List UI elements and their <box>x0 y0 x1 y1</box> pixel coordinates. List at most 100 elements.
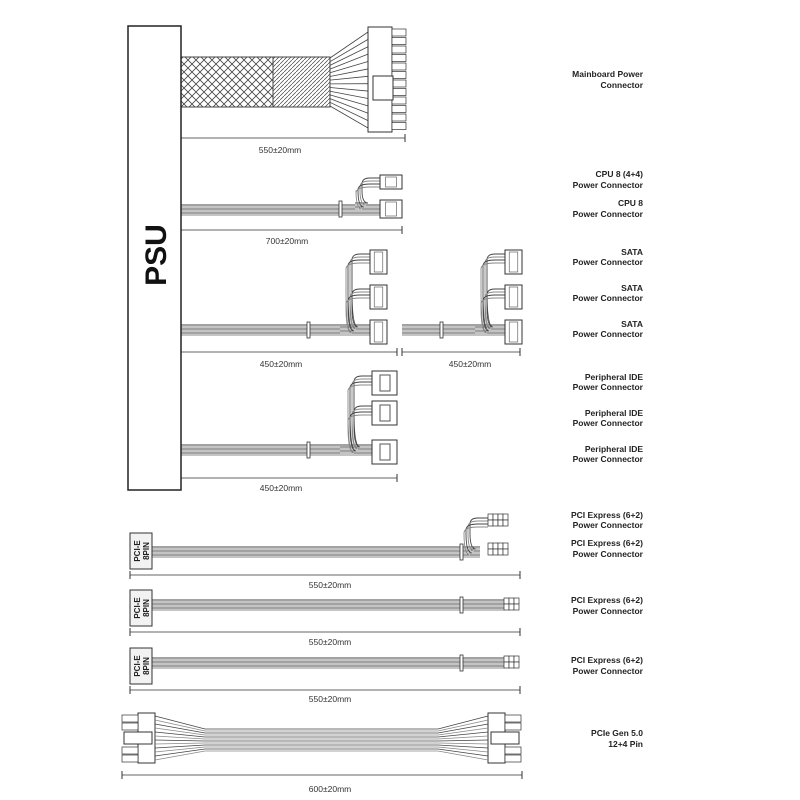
mainboard-mesh-sleeve <box>180 56 274 108</box>
cpu-band <box>338 200 343 218</box>
pcie3-band <box>459 654 464 672</box>
pcie2-length: 550±20mm <box>309 637 351 647</box>
ide-band <box>306 441 311 459</box>
mainboard-wire <box>329 87 369 92</box>
mainboard-length: 550±20mm <box>259 145 301 155</box>
label-pcie1a-2: Power Connector <box>573 520 644 530</box>
label-gen5-1: PCIe Gen 5.0 <box>591 728 643 738</box>
label-cpu44-2: Power Connector <box>573 180 644 190</box>
gen5-length: 600±20mm <box>309 784 351 794</box>
mainboard-pin <box>391 113 407 122</box>
pcie1-connector-b <box>497 542 504 550</box>
pcie2-connector <box>508 603 515 611</box>
sata2-connector-inner <box>508 251 519 273</box>
pcie1-connector-b <box>492 542 499 550</box>
sata2-connector-inner <box>508 286 519 308</box>
gen5-right-latch <box>490 731 520 745</box>
sata1-length: 450±20mm <box>260 359 302 369</box>
connector-labels: Mainboard Power Connector CPU 8 (4+4) Po… <box>571 69 644 749</box>
ide-branch <box>340 405 372 448</box>
gen5-wire <box>154 719 489 732</box>
ide-branch <box>340 375 372 448</box>
pcie2-connector <box>513 603 520 611</box>
cpu-branch <box>355 177 380 204</box>
ide-length: 450±20mm <box>260 483 302 493</box>
cpu-44-connector-inner <box>385 176 397 188</box>
pcie2-connector <box>503 603 510 611</box>
sata2-branch <box>475 288 505 328</box>
pcie1-band <box>459 543 464 561</box>
gen5-wire <box>154 723 489 734</box>
pcie1-connector-b <box>502 548 509 556</box>
sata2-connector <box>504 284 523 310</box>
pcie1-connector-b <box>487 542 494 550</box>
pcie1-connector-a <box>487 513 494 521</box>
gen5-wire <box>154 715 489 730</box>
pcie1-branch <box>463 526 488 556</box>
label-pcie3-2: Power Connector <box>573 666 644 676</box>
gen5-wire <box>154 750 489 761</box>
ide-connector-inner <box>379 404 391 422</box>
pcie1-connector-a <box>492 513 499 521</box>
mainboard-wire <box>329 94 369 107</box>
sata1-branch <box>340 294 370 332</box>
ide-branch <box>340 414 372 454</box>
pcie3-length: 550±20mm <box>309 694 351 704</box>
pcie1-connector-a <box>497 519 504 527</box>
pcie3-connector <box>513 661 520 669</box>
pcie1-branch <box>467 520 488 552</box>
label-pcie1b-2: Power Connector <box>573 549 644 559</box>
sata1-connector-inner <box>373 321 384 343</box>
pcie1-connector-a <box>502 513 509 521</box>
gen5-right-pin <box>504 722 522 731</box>
sata2-branch <box>475 294 505 332</box>
pcie2-tag-line2: 8PIN <box>142 599 151 617</box>
pcie1-connector-b <box>497 548 504 556</box>
mainboard-wire <box>329 90 369 99</box>
sata1-branch <box>340 253 370 328</box>
mainboard-pin <box>391 79 407 88</box>
pcie3-tag-line2: 8PIN <box>142 657 151 675</box>
psu-box <box>127 25 182 491</box>
cpu-branch <box>355 183 380 208</box>
sata2-branch <box>475 291 505 330</box>
gen5-left-pin <box>121 754 139 763</box>
sata2-connector <box>504 249 523 275</box>
gen5-wire <box>154 739 489 742</box>
sata1-connector-inner <box>373 251 384 273</box>
ide-connector-inner <box>379 443 391 461</box>
label-cpu8-1: CPU 8 <box>618 198 643 208</box>
gen5-wire <box>154 742 489 745</box>
cpu-8-connector-inner <box>385 201 397 217</box>
sata2-branch <box>475 256 505 330</box>
sata1-connector-inner <box>373 286 384 308</box>
pcie1-branch <box>465 523 488 554</box>
sata1-branch <box>340 291 370 330</box>
pcie3-connector <box>513 655 520 663</box>
mainboard-pin <box>391 45 407 54</box>
label-ide3-1: Peripheral IDE <box>585 444 643 454</box>
mainboard-pin <box>391 28 407 37</box>
mainboard-wire <box>329 75 369 81</box>
psu-label: PSU <box>140 224 173 286</box>
label-pcie2-2: Power Connector <box>573 606 644 616</box>
gen5-wire <box>154 744 489 749</box>
label-pcie2-1: PCI Express (6+2) <box>571 595 643 605</box>
label-ide2-1: Peripheral IDE <box>585 408 643 418</box>
mainboard-wire <box>329 46 369 66</box>
mainboard-pin <box>391 88 407 96</box>
sata1-connector <box>369 319 388 345</box>
pcie2-connector <box>503 597 510 605</box>
label-sata3-1: SATA <box>621 319 643 329</box>
mainboard-pin <box>391 105 407 113</box>
pcie3-tag: PCI-E 8PIN <box>129 647 153 685</box>
gen5-left-pin <box>121 714 139 723</box>
pcie1-tag-line1: PCI-E <box>133 540 142 562</box>
gen5-wire <box>154 735 489 740</box>
label-ide1-2: Power Connector <box>573 382 644 392</box>
label-sata2-1: SATA <box>621 283 643 293</box>
label-ide1-1: Peripheral IDE <box>585 372 643 382</box>
pcie1-connector-b <box>502 542 509 550</box>
label-pcie3-1: PCI Express (6+2) <box>571 655 643 665</box>
